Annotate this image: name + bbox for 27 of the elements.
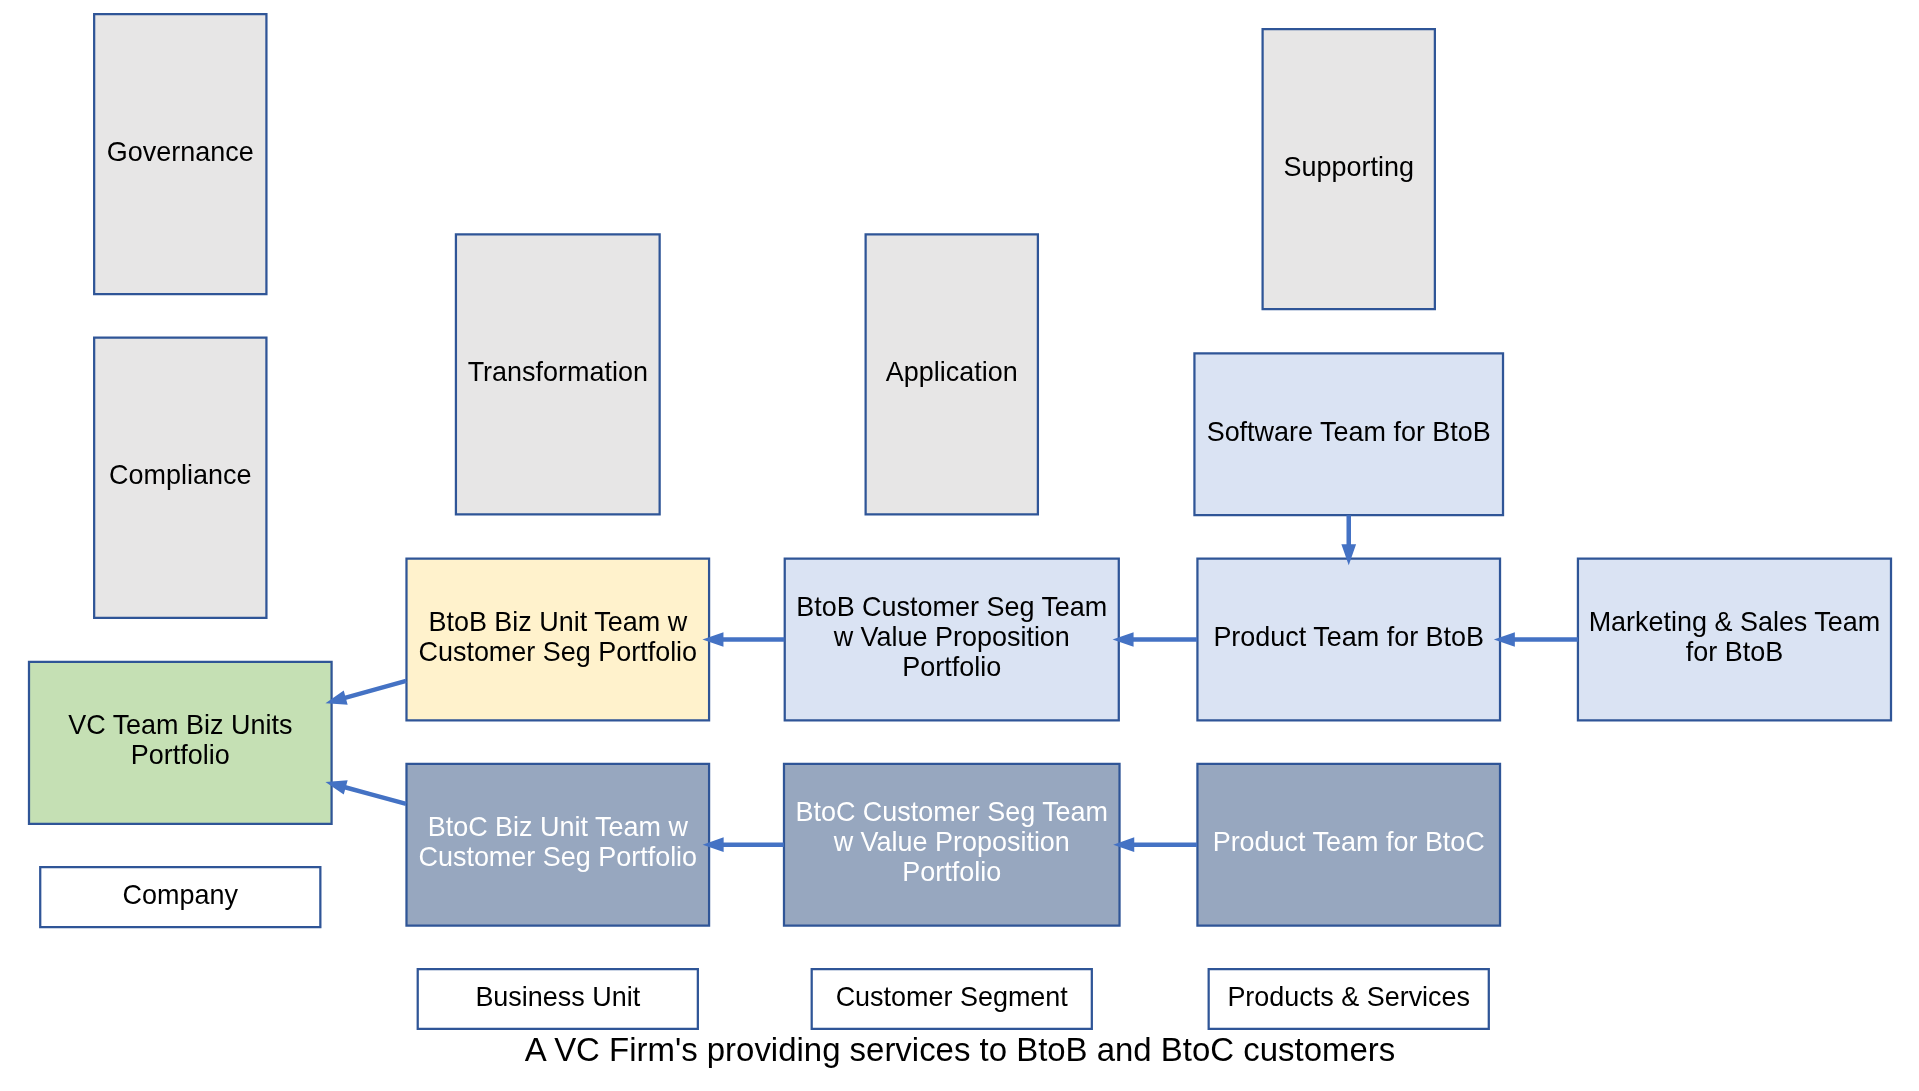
node-box: Customer Segment bbox=[810, 967, 1093, 1031]
node-box: Compliance bbox=[92, 336, 268, 619]
node-box: Business Unit bbox=[416, 967, 699, 1031]
node-box: Product Team for BtoB bbox=[1195, 557, 1501, 722]
node-box: BtoC Customer Seg Team w Value Proposition Portfolio bbox=[782, 762, 1121, 927]
node-box: Transformation bbox=[454, 233, 661, 516]
arrow bbox=[1112, 632, 1197, 647]
node-box: BtoB Customer Seg Team w Value Proposition Portfolio bbox=[783, 557, 1120, 722]
arrow bbox=[324, 780, 407, 807]
arrow bbox=[1340, 515, 1356, 566]
node-box: Product Team for BtoC bbox=[1195, 762, 1501, 927]
node-box: Governance bbox=[92, 12, 268, 296]
node-box: VC Team Biz Units Portfolio bbox=[27, 660, 333, 825]
node-box: Software Team for BtoB bbox=[1192, 352, 1504, 517]
node-box: Supporting bbox=[1260, 27, 1436, 311]
node-box: Application bbox=[864, 233, 1039, 516]
arrow bbox=[324, 678, 407, 705]
arrow bbox=[702, 837, 784, 853]
node-box: Marketing & Sales Team for BtoB bbox=[1576, 557, 1892, 722]
arrow bbox=[701, 632, 784, 647]
caption: A VC Firm's providing services to BtoB and BtoC customers bbox=[524, 1031, 1395, 1069]
arrow bbox=[1112, 837, 1197, 853]
node-box: Products & Services bbox=[1207, 967, 1490, 1031]
node-box: Company bbox=[38, 866, 321, 929]
node-box: BtoB Biz Unit Team w Customer Seg Portfolio bbox=[404, 557, 710, 722]
node-box: BtoC Biz Unit Team w Customer Seg Portfolio bbox=[404, 762, 710, 927]
arrow bbox=[1493, 632, 1578, 647]
